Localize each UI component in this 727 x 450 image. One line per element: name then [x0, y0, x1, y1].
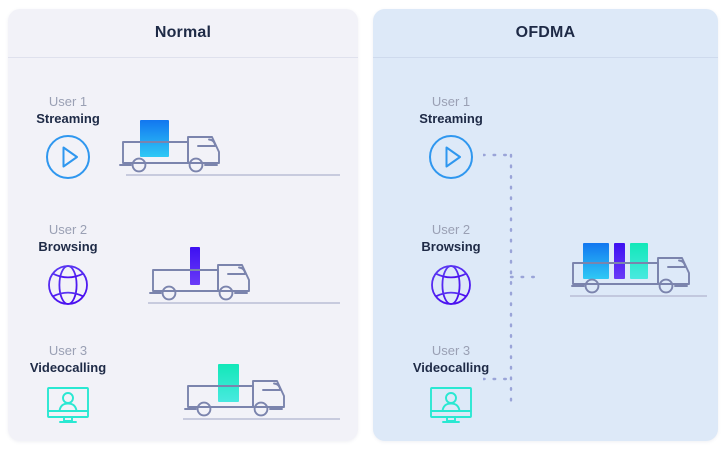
- truck-outline: [119, 136, 220, 173]
- normal-user-3-icon-wrap: [8, 384, 133, 428]
- truck-with-payload-1: [119, 120, 340, 176]
- payload-block-video: [630, 243, 648, 279]
- ofdma-user-1-icon-wrap: [386, 135, 516, 179]
- panel-normal-header: Normal: [8, 9, 358, 57]
- ofdma-user-3-id: User 3: [431, 343, 471, 358]
- payload-block-video: [218, 364, 239, 402]
- normal-user-1-icon-wrap: [8, 135, 133, 179]
- ofdma-user-3-icon-wrap: [386, 384, 516, 428]
- ofdma-truck-scene: [565, 231, 715, 316]
- truck-outline: [184, 380, 285, 417]
- panel-ofdma-title: OFDMA: [515, 24, 576, 41]
- ofdma-user-2-activity: Browsing: [421, 239, 481, 254]
- normal-user-1-block: User 1 Streaming: [8, 93, 133, 179]
- ofdma-connector-lines: [481, 139, 573, 424]
- panel-ofdma-header: OFDMA: [373, 9, 718, 57]
- ofdma-user-3-block: User 3 Videocalling: [386, 342, 516, 428]
- normal-user-3-id: User 3: [48, 343, 88, 358]
- normal-truck-scene-1: [118, 109, 348, 189]
- ofdma-user-2-icon-wrap: [386, 263, 516, 307]
- normal-truck-scene-2: [126, 237, 348, 314]
- payload-block-stream: [140, 120, 169, 157]
- ofdma-user-1-id: User 1: [431, 94, 471, 109]
- ofdma-user-1-block: User 1 Streaming: [386, 93, 516, 179]
- truck-with-payload-2: [126, 247, 340, 304]
- normal-user-2-block: User 2 Browsing: [8, 221, 133, 307]
- ofdma-user-2-id: User 2: [431, 222, 471, 237]
- panel-normal-title: Normal: [154, 24, 212, 41]
- panel-normal: Normal User 1 Streaming: [8, 9, 358, 441]
- dotted-connector-group: [481, 153, 543, 403]
- truck-outline: [149, 264, 250, 301]
- truck-with-payload-aggregated: [565, 243, 707, 297]
- payload-block-browse: [614, 243, 625, 279]
- normal-user-3-activity: Videocalling: [29, 360, 107, 375]
- ofdma-user-1-activity: Streaming: [419, 111, 483, 126]
- play-circle-icon: [46, 135, 90, 179]
- normal-user-2-activity: Browsing: [38, 239, 98, 254]
- video-monitor-icon: [430, 387, 472, 423]
- panel-ofdma-header-divider: [373, 57, 718, 58]
- payload-block-stream: [583, 243, 609, 279]
- normal-user-1-id: User 1: [48, 94, 88, 109]
- normal-truck-scene-3: [126, 352, 358, 432]
- truck-with-payload-3: [126, 364, 340, 420]
- truck-outline: [571, 257, 690, 294]
- normal-user-2-id: User 2: [48, 222, 88, 237]
- play-circle-icon: [429, 135, 473, 179]
- ofdma-user-3-activity: Videocalling: [412, 360, 490, 375]
- panel-ofdma: OFDMA User 1 Streaming User 2 Browsing: [373, 9, 718, 441]
- globe-icon: [431, 265, 471, 305]
- normal-user-2-icon-wrap: [8, 263, 133, 307]
- video-monitor-icon: [47, 387, 89, 423]
- globe-icon: [48, 265, 88, 305]
- normal-user-1-activity: Streaming: [36, 111, 100, 126]
- payload-block-browse: [190, 247, 200, 285]
- normal-user-3-block: User 3 Videocalling: [8, 342, 133, 428]
- ofdma-user-2-block: User 2 Browsing: [386, 221, 516, 307]
- panel-normal-header-divider: [8, 57, 358, 58]
